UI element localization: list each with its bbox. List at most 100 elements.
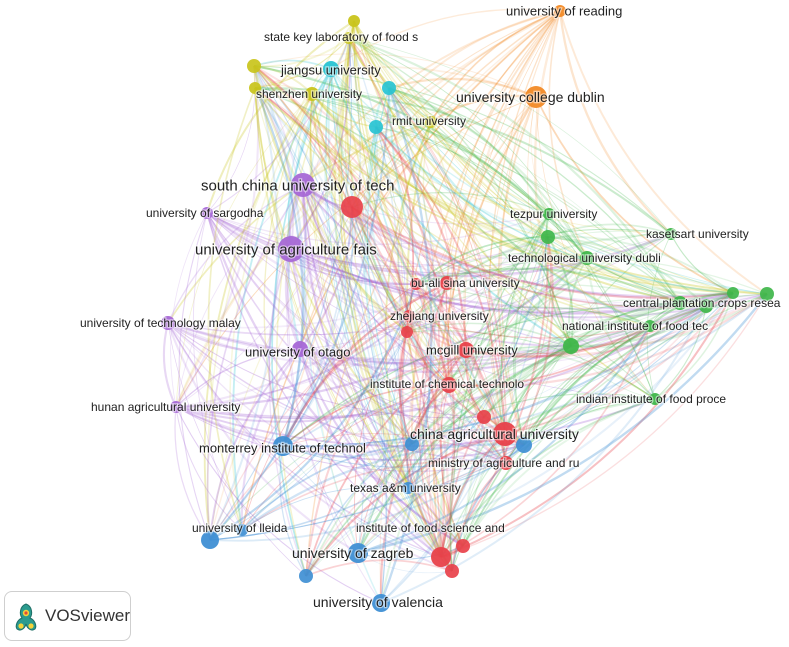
network-link bbox=[253, 65, 410, 317]
network-link bbox=[450, 236, 549, 572]
network-node-ifse[interactable] bbox=[431, 547, 451, 567]
network-link bbox=[670, 233, 734, 294]
network-node[interactable] bbox=[343, 32, 355, 44]
network-node[interactable] bbox=[247, 59, 261, 73]
network-link bbox=[206, 212, 734, 310]
network-link bbox=[405, 331, 449, 558]
network-link bbox=[311, 93, 549, 238]
network-node[interactable] bbox=[760, 287, 774, 301]
network-link bbox=[353, 20, 572, 347]
network-node[interactable] bbox=[410, 278, 422, 290]
node-label-mcgill: mcgill university bbox=[426, 343, 518, 358]
node-label-ucd: university college dublin bbox=[456, 89, 605, 105]
network-node-cpcri[interactable] bbox=[673, 296, 687, 310]
network-link bbox=[311, 93, 550, 215]
network-node-zhejiang[interactable] bbox=[403, 310, 415, 322]
network-link bbox=[530, 96, 550, 215]
node-label-nift: national institute of food tec bbox=[562, 319, 708, 333]
network-link bbox=[523, 305, 707, 446]
network-link bbox=[254, 87, 408, 333]
network-node[interactable] bbox=[369, 120, 383, 134]
network-link bbox=[254, 86, 550, 215]
network-node-kasetsart[interactable] bbox=[665, 228, 677, 240]
network-node-sklfs[interactable] bbox=[348, 15, 360, 27]
network-node-uaf[interactable] bbox=[278, 236, 304, 262]
network-node-hunan[interactable] bbox=[170, 401, 182, 413]
network-node-scut[interactable] bbox=[291, 173, 315, 197]
network-node-nift[interactable] bbox=[563, 338, 579, 354]
network-node-cau[interactable] bbox=[493, 422, 517, 446]
network-link bbox=[462, 292, 734, 547]
network-node-tezpur[interactable] bbox=[543, 208, 555, 220]
vosviewer-logo-text: VOSviewer bbox=[45, 606, 131, 625]
network-node-jiangsu[interactable] bbox=[323, 61, 339, 77]
network-link bbox=[654, 292, 734, 400]
network-link bbox=[253, 53, 537, 98]
network-node[interactable] bbox=[341, 196, 363, 218]
network-link bbox=[547, 223, 672, 238]
network-link bbox=[375, 126, 734, 294]
network-node-zagreb[interactable] bbox=[348, 543, 368, 563]
network-node-shenzhen[interactable] bbox=[305, 87, 319, 101]
network-node-lleida[interactable] bbox=[201, 531, 219, 549]
network-node-tamu[interactable] bbox=[402, 482, 414, 494]
network-link bbox=[432, 96, 537, 558]
network-link bbox=[167, 257, 588, 336]
network-node-moa[interactable] bbox=[499, 456, 513, 470]
node-label-valencia: university of valencia bbox=[313, 594, 443, 610]
network-node[interactable] bbox=[541, 230, 555, 244]
network-node[interactable] bbox=[299, 569, 313, 583]
network-node-ucd[interactable] bbox=[525, 86, 547, 108]
network-node-ict[interactable] bbox=[441, 377, 457, 393]
network-node-valencia[interactable] bbox=[372, 594, 390, 612]
network-node-monterrey[interactable] bbox=[273, 436, 293, 456]
network-node[interactable] bbox=[477, 410, 491, 424]
network-link bbox=[254, 87, 450, 386]
network-node-sargodha[interactable] bbox=[201, 207, 213, 219]
network-node-mcgill[interactable] bbox=[458, 342, 474, 358]
network-link bbox=[299, 344, 572, 374]
network-node[interactable] bbox=[456, 539, 470, 553]
network-node-utm[interactable] bbox=[161, 316, 175, 330]
network-link bbox=[447, 10, 561, 386]
network-link bbox=[325, 68, 453, 572]
network-node-bualisina[interactable] bbox=[440, 276, 454, 290]
network-link bbox=[586, 257, 734, 296]
network-node[interactable] bbox=[405, 437, 419, 451]
network-node[interactable] bbox=[382, 81, 396, 95]
network-node-tudublin[interactable] bbox=[580, 251, 594, 265]
network-link bbox=[302, 184, 572, 347]
network-node-iifpt[interactable] bbox=[649, 393, 661, 405]
network-node-reading[interactable] bbox=[554, 5, 566, 17]
network-link bbox=[547, 235, 707, 307]
network-link bbox=[464, 96, 537, 351]
network-node-rmit[interactable] bbox=[425, 116, 437, 128]
network-node[interactable] bbox=[401, 326, 413, 338]
network-node[interactable] bbox=[249, 82, 261, 94]
network-link bbox=[448, 416, 485, 572]
network-link bbox=[544, 213, 572, 347]
network-link bbox=[167, 121, 432, 324]
network-node[interactable] bbox=[236, 524, 248, 536]
network-link bbox=[253, 65, 409, 489]
network-node[interactable] bbox=[516, 437, 532, 453]
network-link bbox=[263, 93, 313, 447]
network-node[interactable] bbox=[699, 299, 713, 313]
network-link bbox=[311, 93, 353, 208]
network-link bbox=[368, 126, 408, 333]
network-node[interactable] bbox=[727, 287, 739, 299]
network-link bbox=[206, 20, 355, 214]
network-link bbox=[175, 406, 506, 453]
network-link bbox=[289, 120, 432, 250]
node-label-sargodha: university of sargodha bbox=[146, 206, 264, 220]
network-node-otago[interactable] bbox=[292, 341, 308, 357]
network-link bbox=[357, 462, 507, 554]
network-link bbox=[500, 10, 561, 446]
network-link bbox=[422, 282, 453, 572]
network-link bbox=[282, 302, 681, 447]
network-node[interactable] bbox=[644, 320, 656, 332]
network-link bbox=[430, 121, 572, 347]
network-link bbox=[375, 126, 506, 435]
network-node[interactable] bbox=[445, 564, 459, 578]
